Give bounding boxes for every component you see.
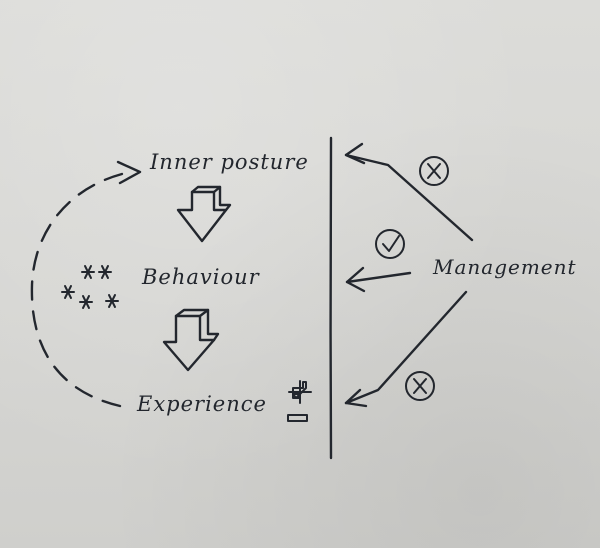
arrow-to-inner-posture — [344, 153, 474, 242]
arrowhead — [344, 388, 368, 408]
label-management: Management — [433, 255, 577, 279]
down-arrow-icon — [162, 308, 220, 372]
plus-icon — [288, 380, 312, 404]
feedback-loop-arrow — [30, 170, 132, 408]
cross-circle-icon — [405, 371, 435, 401]
arrowhead — [345, 266, 366, 293]
feedback-loop-arrowhead — [116, 160, 142, 185]
minus-icon — [287, 414, 308, 422]
arrow-to-behaviour — [345, 271, 412, 284]
asterisks-decoration — [61, 265, 119, 309]
check-circle-icon — [375, 229, 405, 259]
arrow-to-experience — [344, 290, 468, 405]
label-experience: Experience — [137, 392, 267, 416]
label-inner-posture: Inner posture — [150, 150, 309, 174]
cross-circle-icon — [419, 156, 449, 186]
arrowhead — [344, 142, 366, 165]
label-behaviour: Behaviour — [142, 265, 260, 289]
down-arrow-icon — [176, 185, 232, 243]
